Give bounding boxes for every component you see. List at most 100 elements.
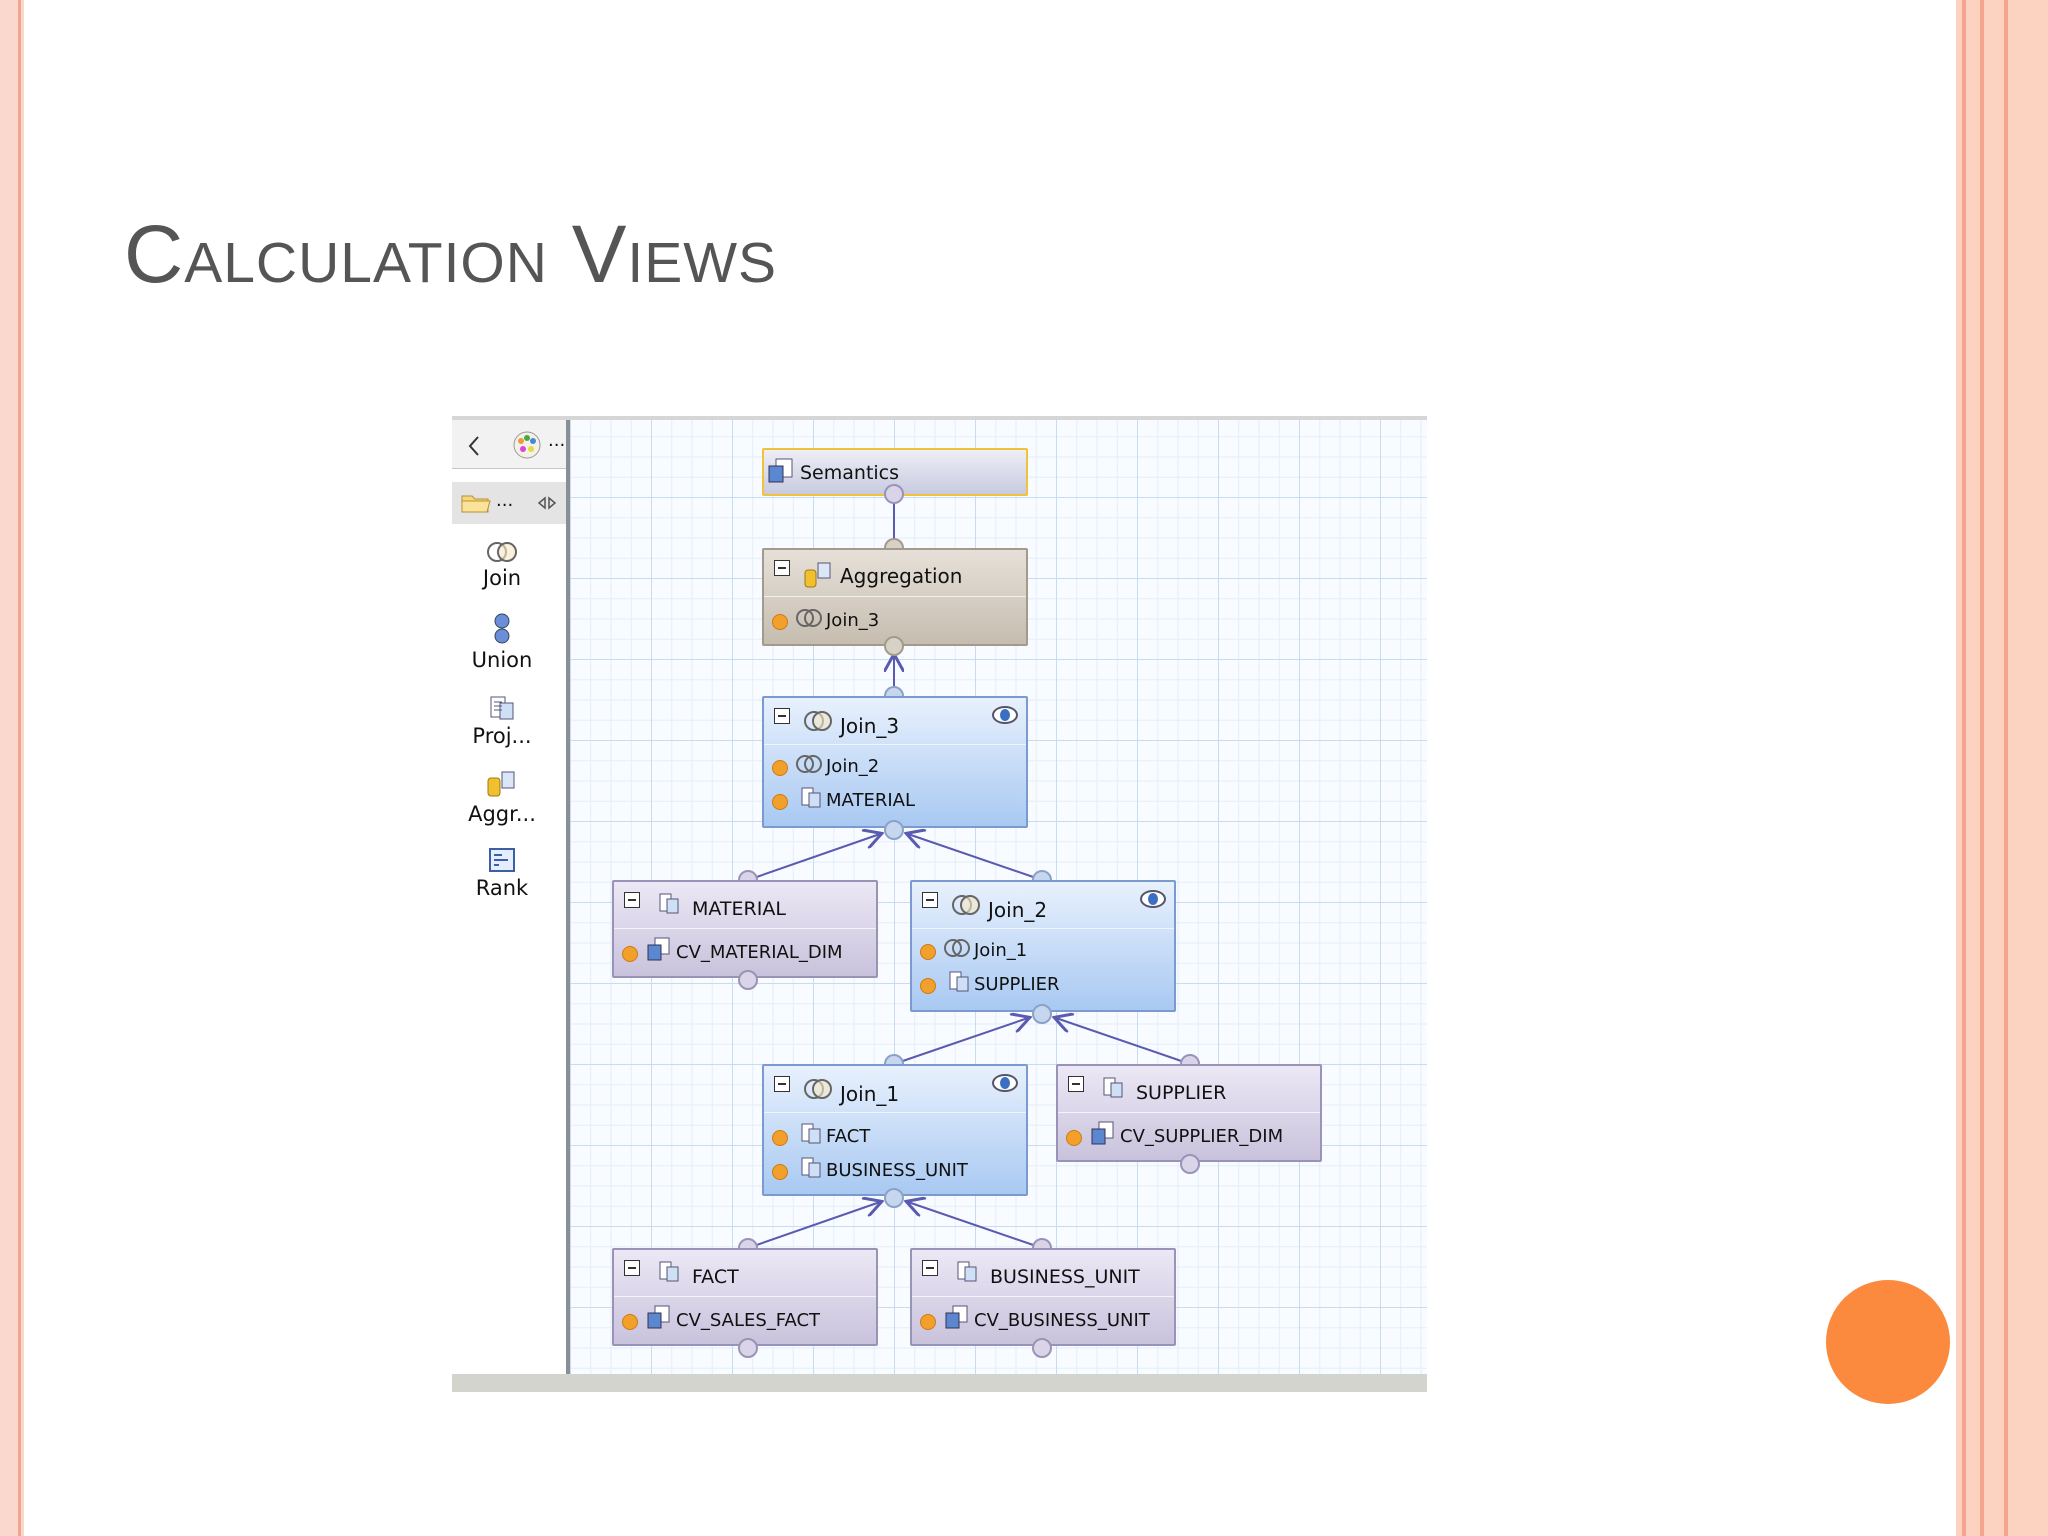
- connectors: [747, 494, 1191, 1249]
- node-header: [764, 1066, 1026, 1113]
- palette-folder-row: ...: [452, 482, 566, 524]
- aggregation-icon: [804, 562, 831, 588]
- node-header: [764, 550, 1026, 597]
- right-border-line: [1962, 0, 1966, 1536]
- material-node[interactable]: MATERIAL CV_MATERIAL_DIM: [612, 880, 878, 978]
- collapse-icon[interactable]: [774, 708, 790, 724]
- node-input-label: CV_SUPPLIER_DIM: [1120, 1126, 1284, 1147]
- input-status-icon: [772, 760, 788, 776]
- input-status-icon: [920, 1314, 936, 1330]
- edge-businessunit-join1: [908, 1202, 1043, 1249]
- node-input-label: CV_BUSINESS_UNIT: [974, 1310, 1150, 1331]
- join-type-icon[interactable]: [992, 1074, 1018, 1092]
- collapse-arrow-icon[interactable]: [466, 434, 482, 458]
- node-title: Semantics: [800, 462, 900, 484]
- palette-item-projection[interactable]: Proj...: [452, 694, 552, 748]
- collapse-icon[interactable]: [624, 1260, 640, 1276]
- palette-separator[interactable]: [566, 420, 570, 1374]
- join-icon: [804, 711, 832, 731]
- semantics-icon: [768, 458, 793, 483]
- palette-header: ...: [452, 420, 566, 469]
- palette-item-label: Rank: [475, 876, 529, 900]
- join3-input-port[interactable]: [884, 820, 904, 840]
- join3-node[interactable]: Join_3 Join_2 MATERIAL: [762, 696, 1028, 828]
- node-title: BUSINESS_UNIT: [990, 1266, 1140, 1288]
- node-header: [614, 882, 876, 929]
- palette-icon: [513, 431, 541, 459]
- node-header: [764, 698, 1026, 745]
- supplier-input-port[interactable]: [1180, 1154, 1200, 1174]
- projection-icon: [801, 1157, 821, 1178]
- palette-item-aggregation[interactable]: Aggr...: [452, 768, 552, 826]
- node-title: Join_1: [840, 1082, 900, 1106]
- input-status-icon: [622, 946, 638, 962]
- left-border-line: [18, 0, 21, 1536]
- supplier-node[interactable]: SUPPLIER CV_SUPPLIER_DIM: [1056, 1064, 1322, 1162]
- node-title: Join_3: [840, 714, 900, 738]
- palette-folder-ellipsis: ...: [496, 490, 514, 511]
- projection-icon: [490, 696, 514, 720]
- node-input-label: CV_SALES_FACT: [676, 1310, 821, 1331]
- node-header: [1058, 1066, 1320, 1113]
- right-border-line: [2004, 0, 2008, 1536]
- join-icon: [944, 939, 970, 957]
- projection-icon: [801, 1123, 821, 1144]
- join1-input-port[interactable]: [884, 1188, 904, 1208]
- projection-icon: [1103, 1077, 1123, 1098]
- node-input-label: BUSINESS_UNIT: [826, 1160, 968, 1181]
- node-title: SUPPLIER: [1136, 1082, 1227, 1104]
- collapse-icon[interactable]: [922, 1260, 938, 1276]
- node-input-label: SUPPLIER: [974, 974, 1060, 995]
- node-input-label: MATERIAL: [826, 790, 915, 811]
- node-title: Aggregation: [840, 564, 963, 588]
- node-input-label: Join_1: [974, 940, 1028, 961]
- pin-icon[interactable]: [536, 494, 558, 512]
- input-status-icon: [622, 1314, 638, 1330]
- palette-item-label: Union: [471, 648, 533, 672]
- calculation-view-icon: [1091, 1121, 1114, 1145]
- node-title: Join_2: [988, 898, 1048, 922]
- node-input-label: Join_2: [826, 756, 880, 777]
- material-input-port[interactable]: [738, 970, 758, 990]
- slide-title: Calculation Views: [124, 209, 778, 300]
- palette-header-ellipsis: ...: [548, 430, 566, 451]
- join2-input-port[interactable]: [1032, 1004, 1052, 1024]
- input-status-icon: [1066, 1130, 1082, 1146]
- input-status-icon: [772, 614, 788, 630]
- join-icon: [487, 542, 517, 562]
- join1-node[interactable]: Join_1 FACT BUSINESS_UNIT: [762, 1064, 1028, 1196]
- rank-icon: [489, 848, 515, 872]
- join-type-icon[interactable]: [992, 706, 1018, 724]
- business-unit-node[interactable]: BUSINESS_UNIT CV_BUSINESS_UNIT: [910, 1248, 1176, 1346]
- horizontal-scrollbar[interactable]: [452, 1374, 1427, 1392]
- collapse-icon[interactable]: [774, 1076, 790, 1092]
- collapse-icon[interactable]: [774, 560, 790, 576]
- fact-node[interactable]: FACT CV_SALES_FACT: [612, 1248, 878, 1346]
- business-unit-input-port[interactable]: [1032, 1338, 1052, 1358]
- edge-fact-join1: [747, 1202, 880, 1249]
- join-icon: [952, 895, 980, 915]
- collapse-icon[interactable]: [1068, 1076, 1084, 1092]
- right-border: [1956, 0, 2048, 1536]
- join-icon: [804, 1079, 832, 1099]
- input-status-icon: [920, 944, 936, 960]
- decorative-circle: [1826, 1280, 1950, 1404]
- palette-item-union[interactable]: Union: [452, 612, 552, 672]
- calculation-view-editor: ... ... Join Union Proj... Aggr... Rank: [452, 416, 1427, 1392]
- aggregation-input-port[interactable]: [884, 636, 904, 656]
- node-input-label: Join_3: [826, 610, 880, 631]
- node-header: [912, 882, 1174, 929]
- join2-node[interactable]: Join_2 Join_1 SUPPLIER: [910, 880, 1176, 1012]
- input-status-icon: [920, 978, 936, 994]
- folder-icon[interactable]: [460, 490, 492, 516]
- collapse-icon[interactable]: [922, 892, 938, 908]
- calculation-view-icon: [945, 1305, 968, 1329]
- node-input-label: FACT: [826, 1126, 871, 1147]
- aggregation-node[interactable]: Aggregation Join_3: [762, 548, 1028, 646]
- palette-item-rank[interactable]: Rank: [452, 846, 552, 900]
- palette-item-join[interactable]: Join: [452, 540, 552, 590]
- join-type-icon[interactable]: [1140, 890, 1166, 908]
- semantics-input-port[interactable]: [884, 484, 904, 504]
- collapse-icon[interactable]: [624, 892, 640, 908]
- fact-input-port[interactable]: [738, 1338, 758, 1358]
